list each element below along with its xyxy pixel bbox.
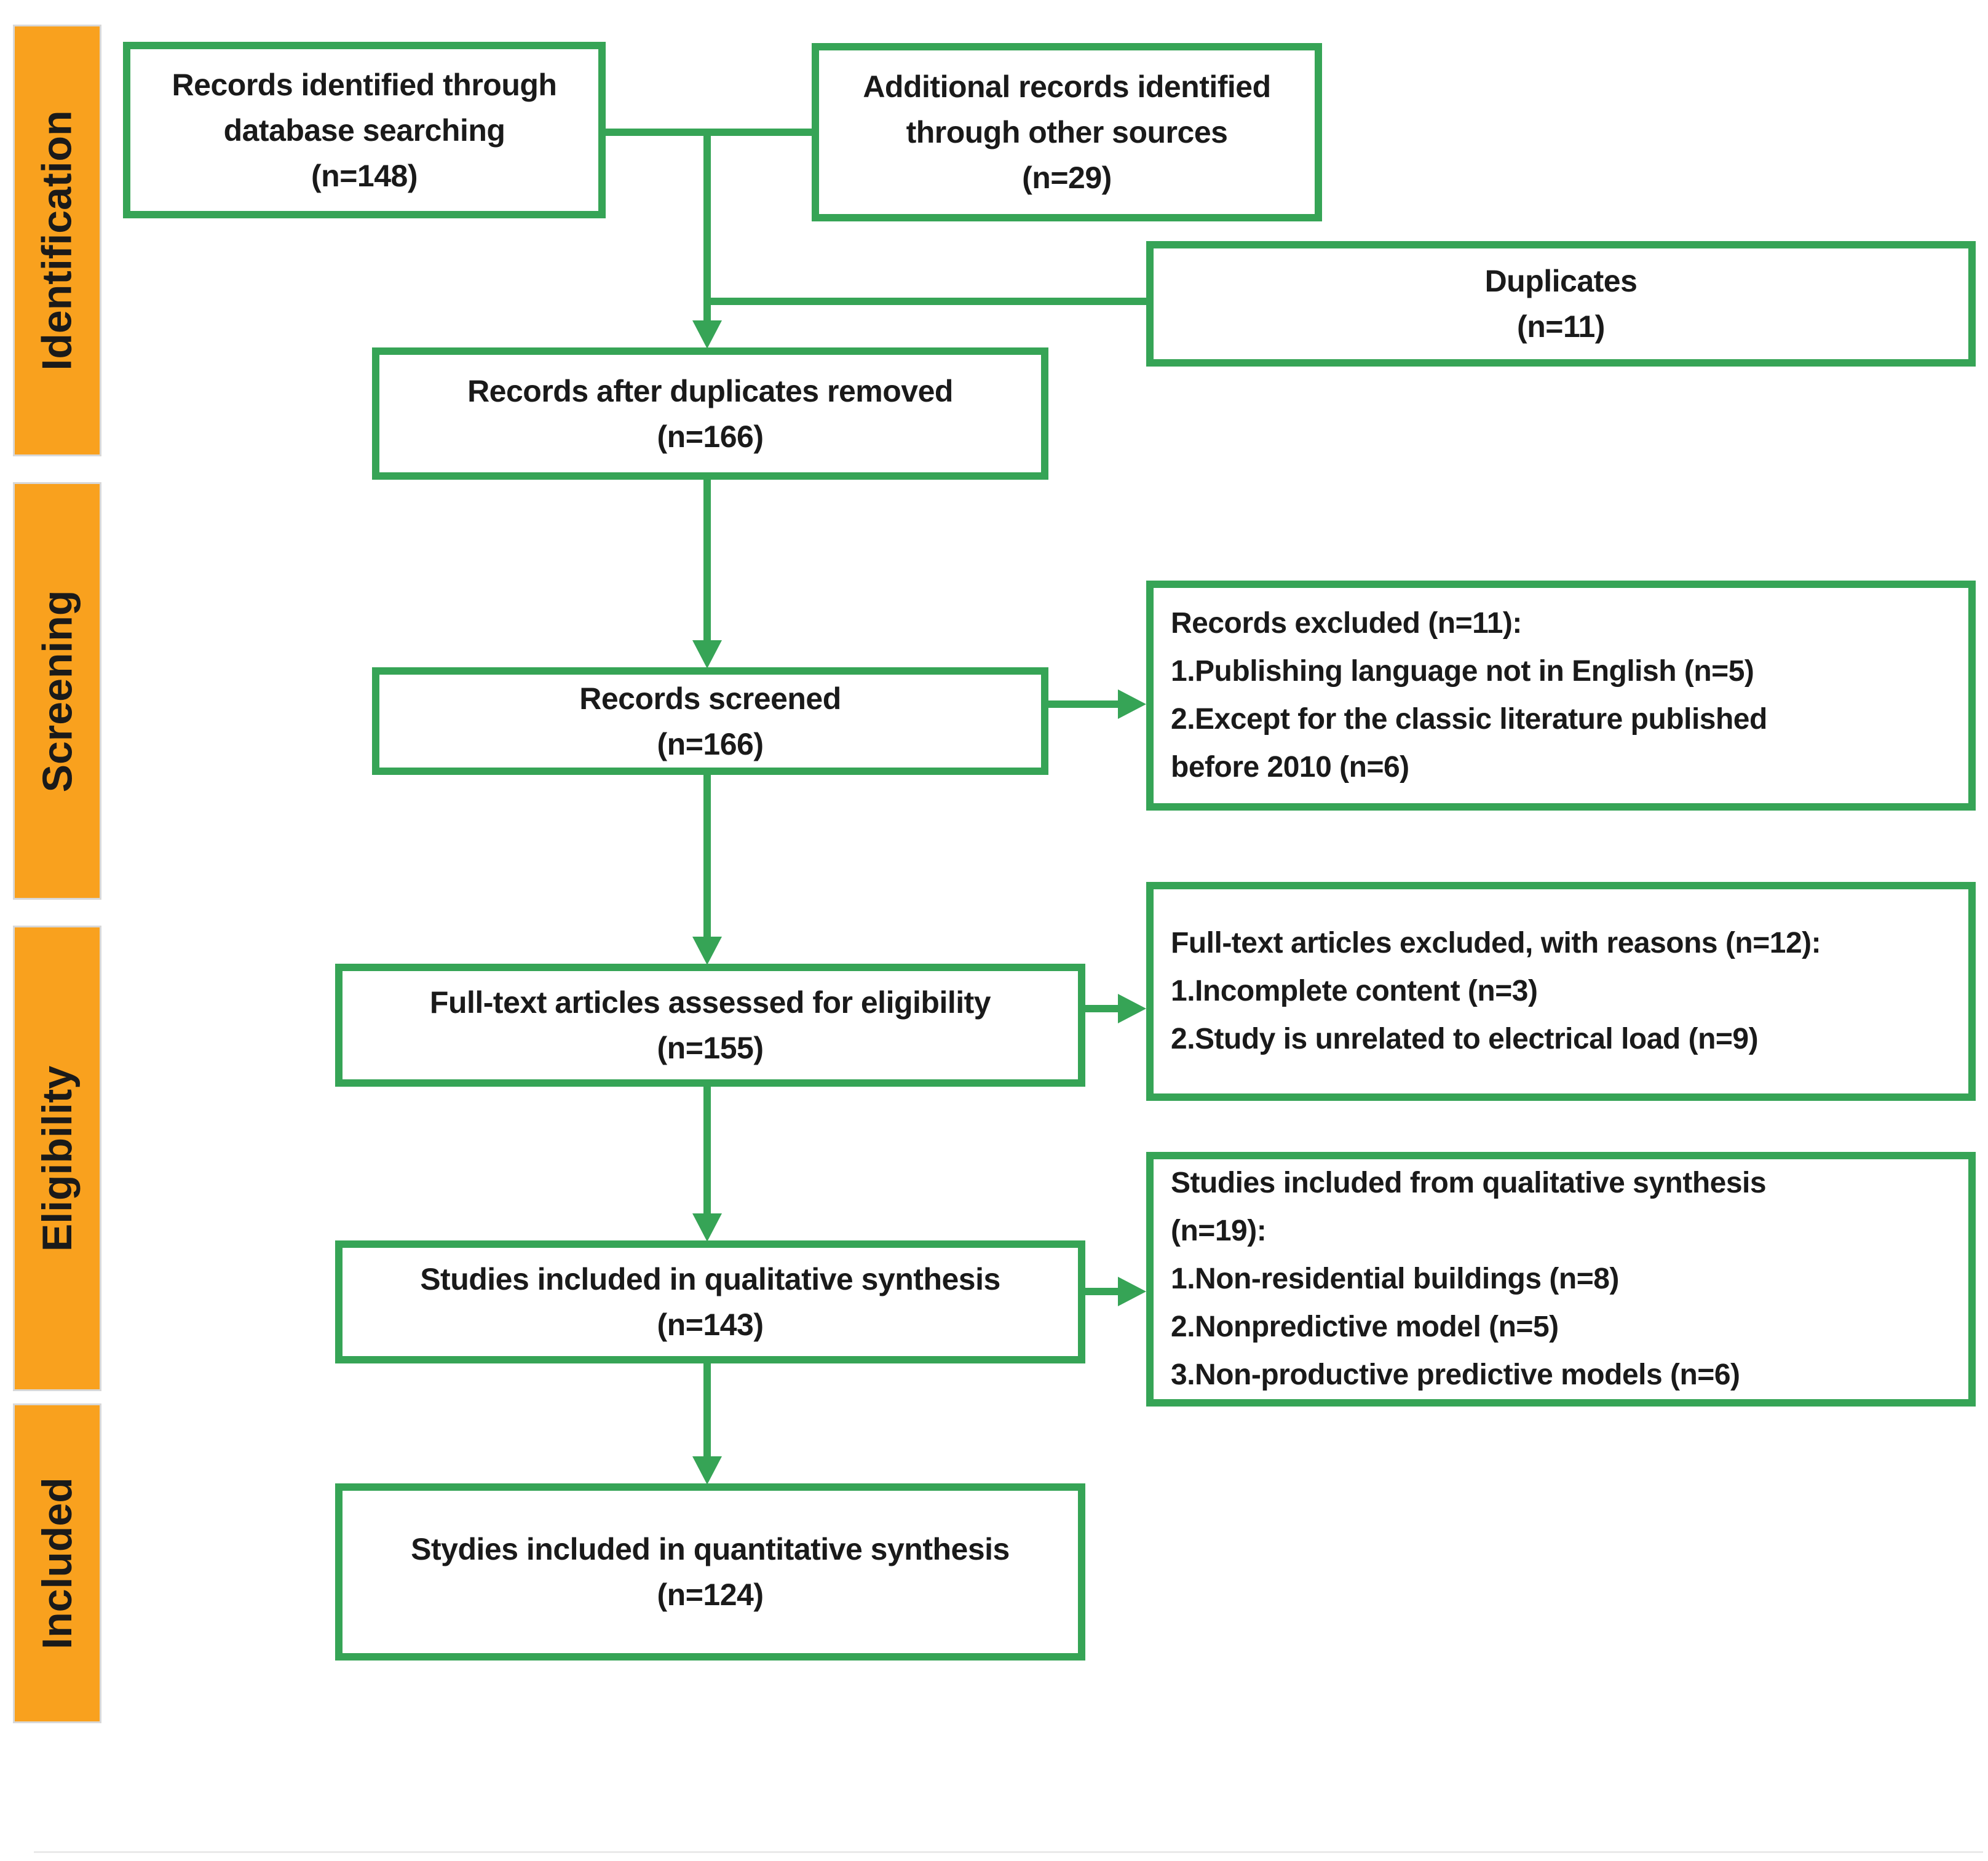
box-records-after-duplicates-text: Records after duplicates removed (n=166): [467, 373, 953, 454]
connector-to-duplicates: [707, 298, 1146, 305]
connector-screened-to-excluded: [1045, 700, 1122, 708]
arrowhead-right-icon: [1118, 689, 1146, 719]
stage-label-identification: Identification: [34, 110, 81, 371]
stage-label-eligibility: Eligibility: [34, 1065, 81, 1252]
stage-bar-included: Included: [13, 1403, 101, 1723]
box-records-excluded: Records excluded (n=11): 1.Publishing la…: [1146, 581, 1976, 811]
box-included-from-qualitative: Studies included from qualitative synthe…: [1146, 1152, 1976, 1407]
connector-fulltext-to-excluded: [1082, 1005, 1122, 1012]
box-additional-records-text: Additional records identified through ot…: [863, 69, 1271, 195]
arrowhead-right-icon: [1118, 1277, 1146, 1306]
box-records-excluded-text: Records excluded (n=11): 1.Publishing la…: [1171, 607, 1767, 784]
stage-label-screening: Screening: [34, 590, 81, 792]
box-records-after-duplicates: Records after duplicates removed (n=166): [372, 347, 1048, 480]
box-qualitative-included-text: Studies included in qualitative synthesi…: [420, 1262, 1000, 1342]
arrowhead-down-icon: [692, 1456, 722, 1485]
box-fulltext-assessed-text: Full-text articles assessed for eligibil…: [429, 985, 991, 1065]
bottom-divider: [34, 1851, 1983, 1853]
arrowhead-right-icon: [1118, 994, 1146, 1023]
box-fulltext-excluded-text: Full-text articles excluded, with reason…: [1171, 927, 1821, 1055]
arrowhead-down-icon: [692, 937, 722, 965]
box-quantitative-included: Stydies included in quantitative synthes…: [335, 1483, 1085, 1661]
connector-afterdup-to-screened: [703, 477, 711, 641]
arrowhead-down-icon: [692, 320, 722, 349]
stage-bar-screening: Screening: [13, 482, 101, 900]
connector-fulltext-to-qualitative: [703, 1084, 711, 1216]
box-records-screened: Records screened (n=166): [372, 667, 1048, 775]
arrowhead-down-icon: [692, 640, 722, 669]
arrowhead-down-icon: [692, 1213, 722, 1242]
box-duplicates: Duplicates (n=11): [1146, 241, 1976, 367]
box-additional-records: Additional records identified through ot…: [812, 43, 1322, 221]
connector-screened-to-fulltext: [703, 769, 711, 938]
box-records-screened-text: Records screened (n=166): [579, 681, 841, 761]
box-records-identified: Records identified through database sear…: [123, 42, 606, 218]
box-quantitative-included-text: Stydies included in quantitative synthes…: [411, 1532, 1010, 1612]
box-fulltext-excluded: Full-text articles excluded, with reason…: [1146, 882, 1976, 1101]
connector-spine-to-afterdup: [703, 129, 711, 321]
box-included-from-qualitative-text: Studies included from qualitative synthe…: [1171, 1167, 1767, 1391]
stage-bar-identification: Identification: [13, 25, 101, 456]
box-duplicates-text: Duplicates (n=11): [1484, 264, 1638, 344]
connector-qualitative-to-quantitative: [703, 1360, 711, 1458]
connector-qualitative-to-fromqual: [1082, 1288, 1122, 1295]
stage-bar-eligibility: Eligibility: [13, 926, 101, 1391]
stage-label-included: Included: [34, 1477, 81, 1649]
box-records-identified-text: Records identified through database sear…: [172, 67, 557, 193]
box-qualitative-included: Studies included in qualitative synthesi…: [335, 1240, 1085, 1363]
box-fulltext-assessed: Full-text articles assessed for eligibil…: [335, 964, 1085, 1087]
